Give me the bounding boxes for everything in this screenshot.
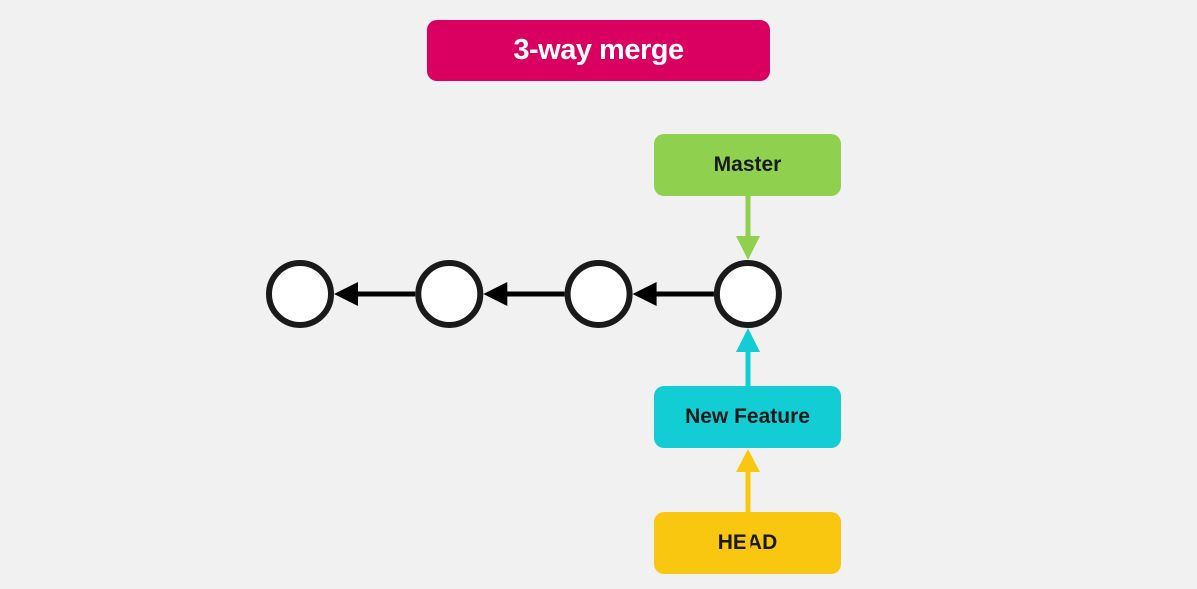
- commit-node[interactable]: [415, 260, 484, 328]
- commit-edges: [334, 282, 714, 306]
- branch-label-master[interactable]: Master: [654, 134, 841, 196]
- head-label[interactable]: HEAD: [654, 512, 841, 574]
- commits: [266, 260, 782, 328]
- commit-node[interactable]: [713, 260, 782, 328]
- parent-edge-arrow: [334, 282, 416, 306]
- head-label-text: HEAD: [717, 531, 778, 554]
- commit-node[interactable]: [564, 260, 633, 328]
- new-feature-pointer-arrow: [736, 328, 760, 386]
- branch-label-master-text: Master: [713, 153, 782, 176]
- parent-edge-arrow: [632, 282, 714, 306]
- branch-label-new-feature-text: New Feature: [685, 405, 810, 428]
- diagram-title: 3-way merge: [427, 20, 770, 81]
- master-pointer-arrow: [736, 196, 760, 260]
- commit-node[interactable]: [266, 260, 334, 328]
- diagram-title-text: 3-way merge: [513, 34, 684, 66]
- parent-edge-arrow: [483, 282, 565, 306]
- branch-label-new-feature[interactable]: New Feature: [654, 386, 841, 448]
